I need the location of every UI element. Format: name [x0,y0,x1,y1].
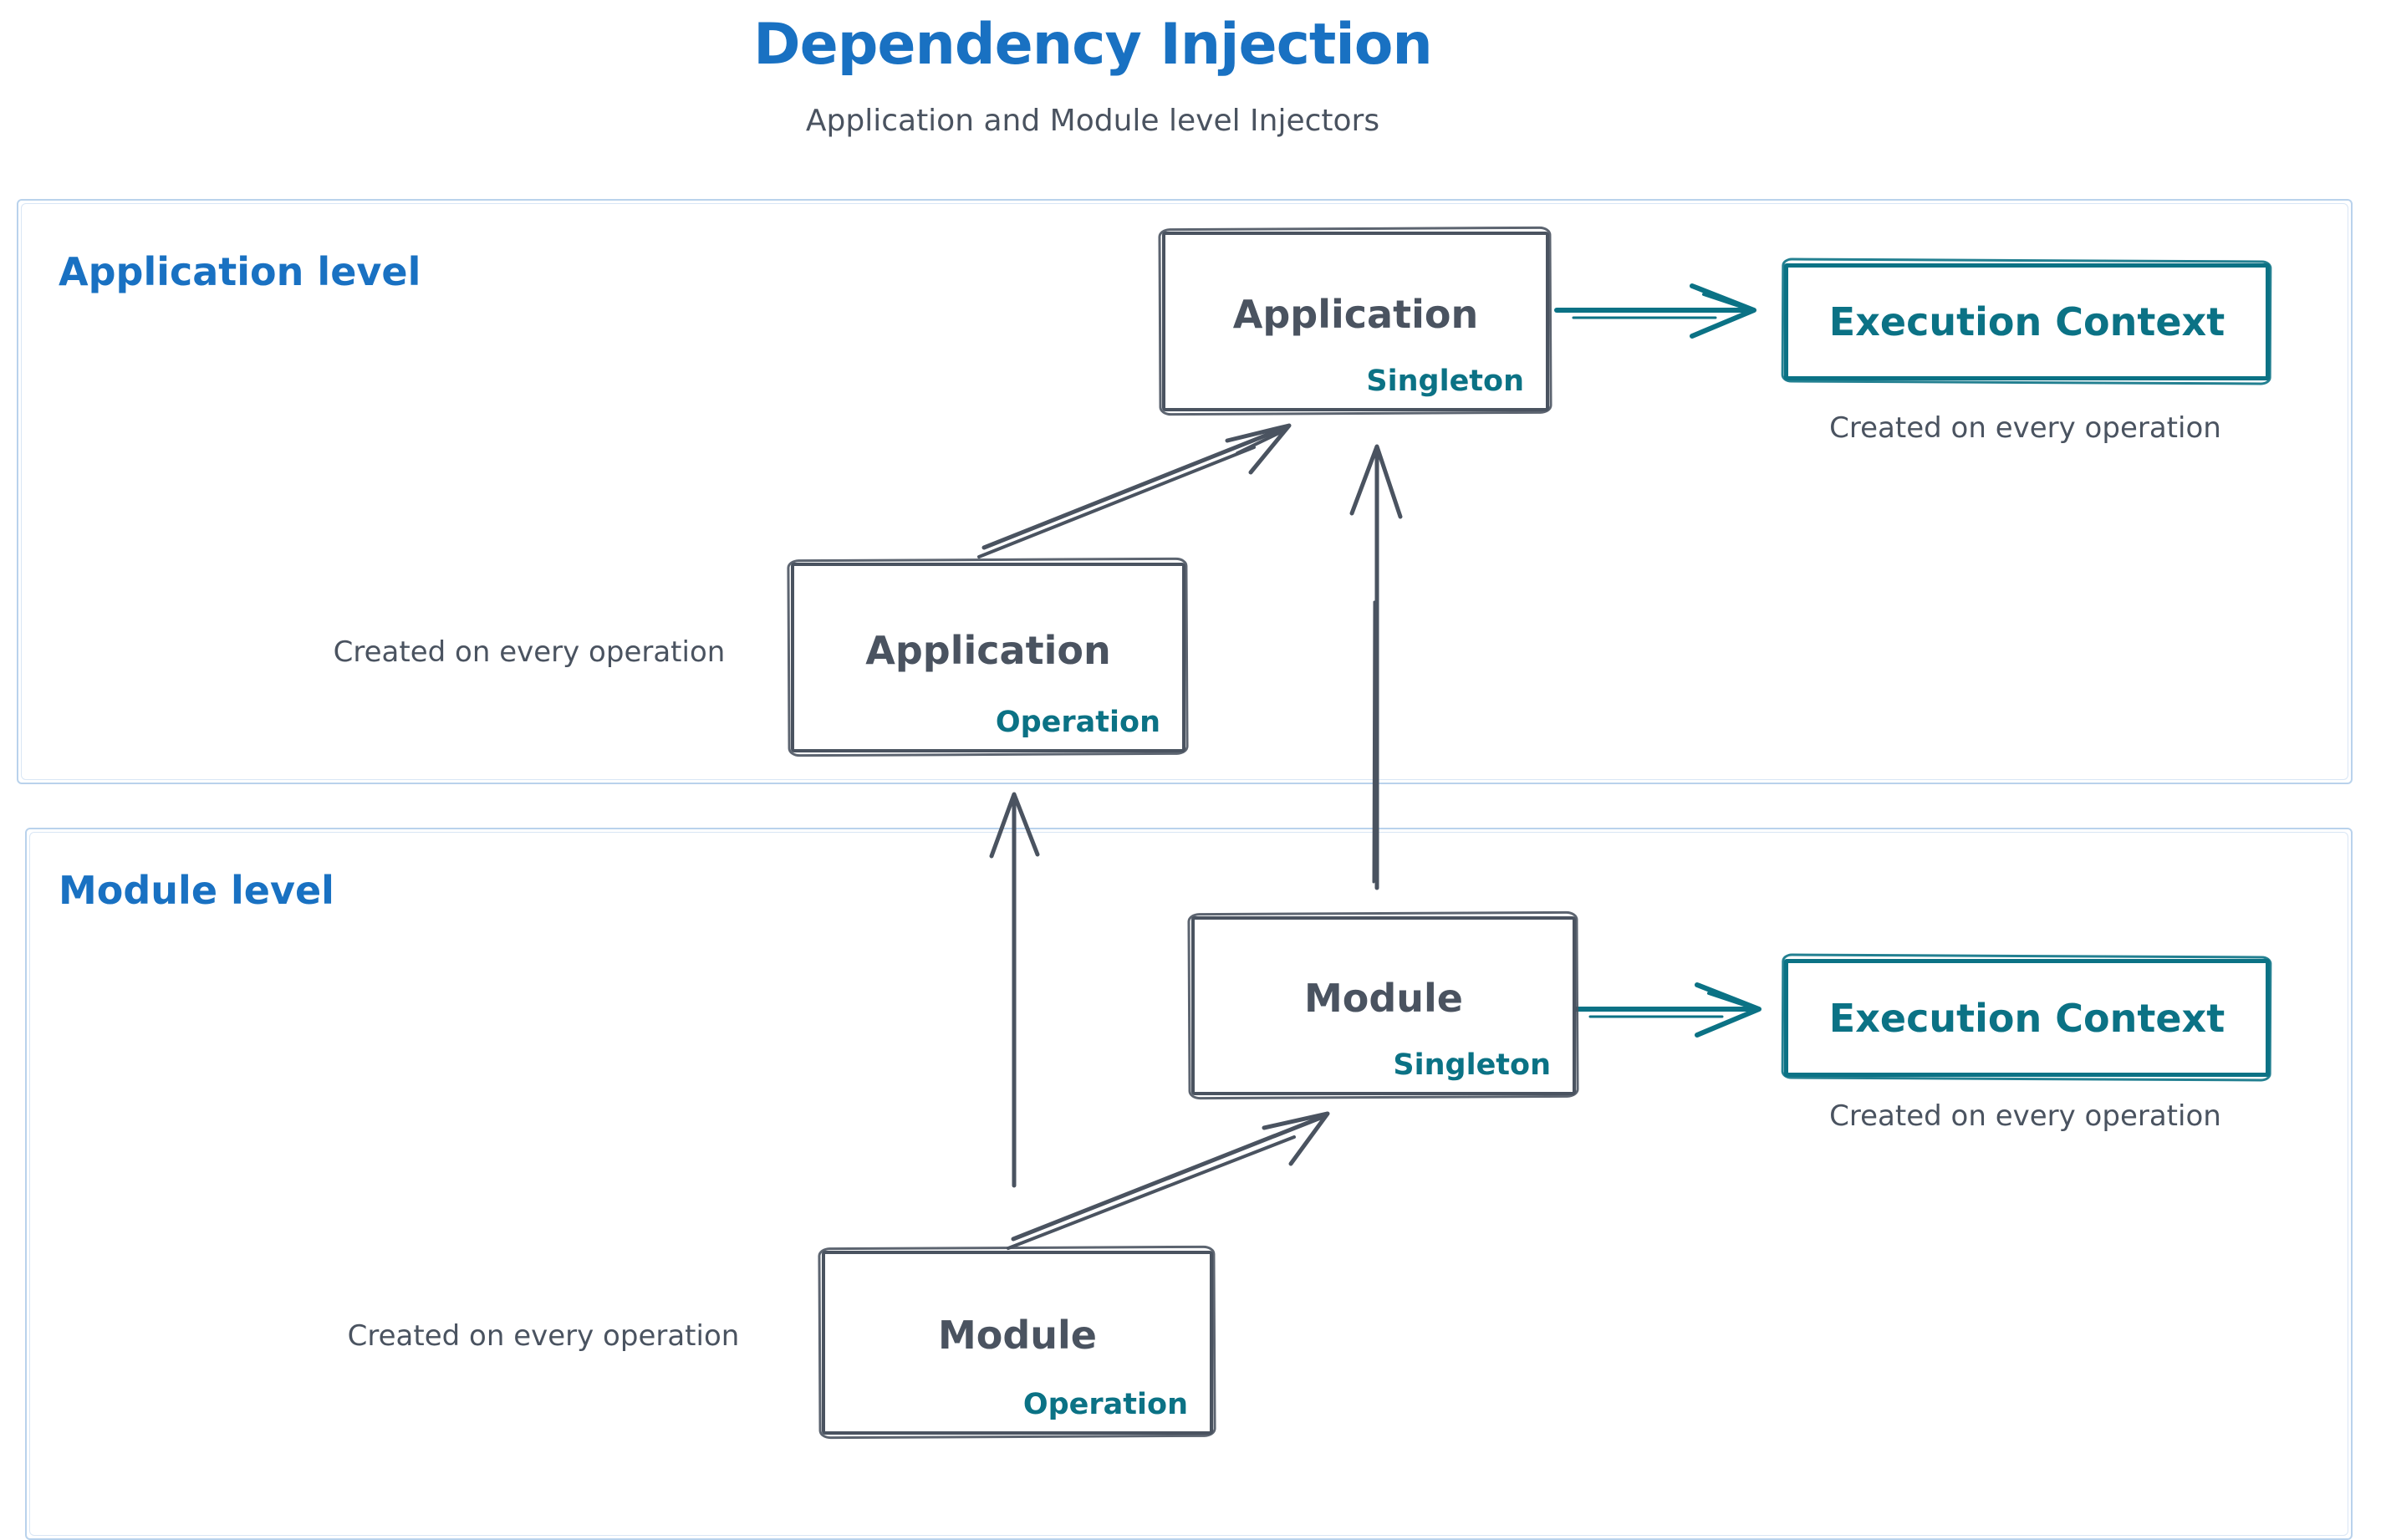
application-operation-title: Application [865,627,1111,673]
application-singleton-box: Application Singleton [1162,232,1549,411]
app-execution-context-label: Execution Context [1828,299,2225,344]
module-execution-context-box: Execution Context [1784,959,2270,1077]
module-singleton-scope-badge: Singleton [1393,1048,1551,1082]
app-context-note: Created on every operation [1829,411,2221,445]
arrow-app-singleton-to-execution-context [1554,283,1756,339]
module-singleton-title: Module [1303,976,1464,1021]
app-operation-note: Created on every operation [333,635,726,669]
module-execution-context-label: Execution Context [1828,995,2225,1041]
module-level-section [25,828,2353,1540]
application-singleton-scope-badge: Singleton [1366,365,1524,398]
page-title: Dependency Injection [753,12,1433,78]
module-operation-note: Created on every operation [347,1319,740,1353]
module-operation-scope-badge: Operation [1022,1388,1188,1421]
application-operation-box: Application Operation [791,563,1185,752]
arrow-module-operation-to-module-singleton [1007,1111,1330,1250]
arrow-module-singleton-to-execution-context [1573,982,1761,1038]
module-operation-box: Module Operation [822,1251,1213,1435]
arrow-app-operation-to-app-singleton [977,423,1292,558]
module-context-note: Created on every operation [1829,1099,2221,1133]
arrow-module-singleton-to-app-singleton [1349,444,1403,890]
application-level-section [17,199,2353,784]
app-execution-context-box: Execution Context [1784,263,2270,380]
application-operation-scope-badge: Operation [995,706,1160,739]
module-operation-title: Module [937,1313,1098,1358]
page-subtitle: Application and Module level Injectors [805,104,1380,138]
application-level-label: Application level [59,249,421,294]
module-singleton-box: Module Singleton [1191,916,1576,1095]
module-level-label: Module level [59,868,334,913]
application-singleton-title: Application [1232,291,1479,337]
arrow-module-operation-to-app-operation [989,792,1040,1188]
